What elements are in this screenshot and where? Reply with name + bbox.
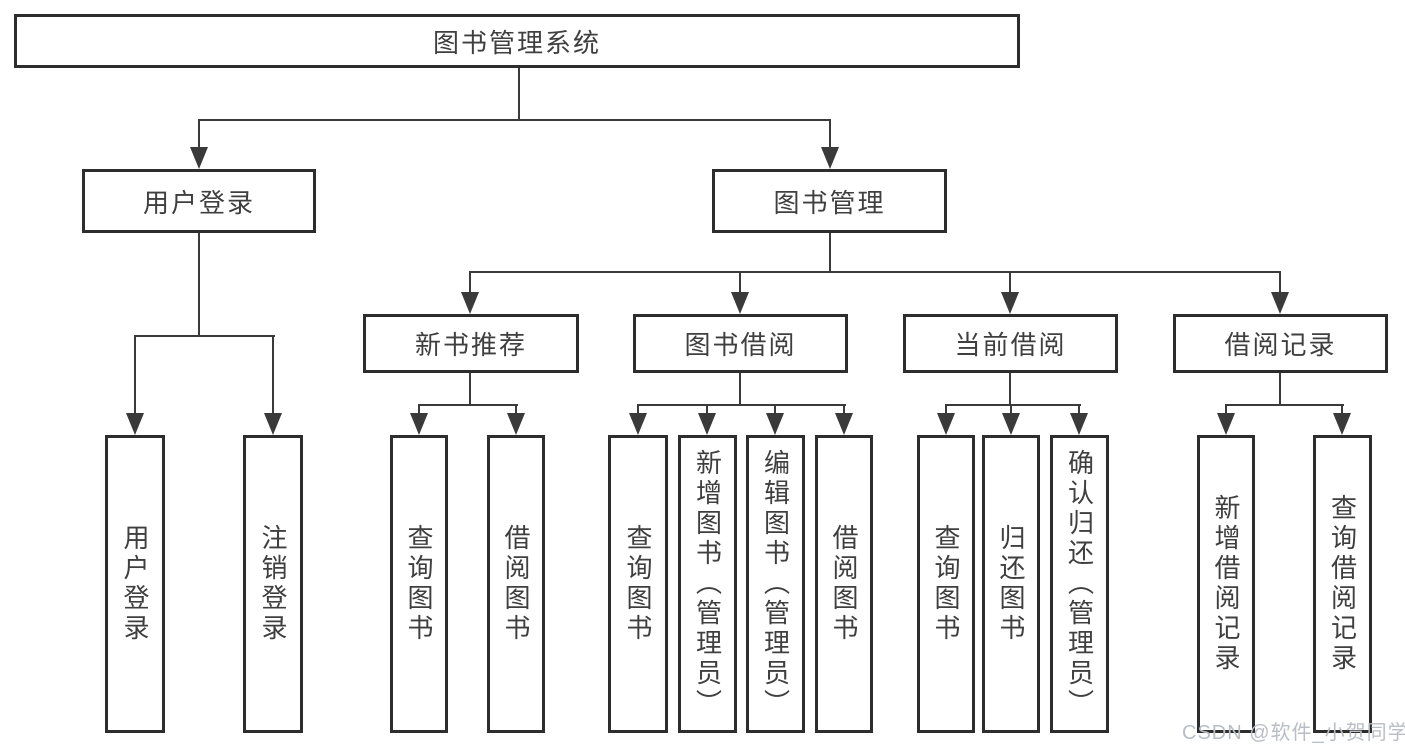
connector-line xyxy=(829,233,831,271)
connector-arrow xyxy=(1271,271,1289,314)
connector-arrow xyxy=(821,119,839,169)
connector-line xyxy=(637,404,846,406)
connector-line xyxy=(518,68,520,119)
connector-line xyxy=(198,119,831,121)
node-user-login: 用户登录 xyxy=(82,169,316,233)
leaf-borrow-query-book-label: 查询图书 xyxy=(623,524,653,644)
node-current-borrow-label: 当前借阅 xyxy=(954,330,1067,360)
leaf-current-query-book-label: 查询图书 xyxy=(931,524,961,644)
connector-line xyxy=(134,335,275,337)
node-library-system-label: 图书管理系统 xyxy=(432,27,601,58)
leaf-logout-label: 注销登录 xyxy=(258,524,288,644)
connector-line xyxy=(1009,373,1011,404)
leaf-query-borrow-record: 查询借阅记录 xyxy=(1313,435,1372,733)
connector-line xyxy=(1225,404,1344,406)
csdn-watermark: CSDN @软件_小贺同学 xyxy=(1182,722,1405,744)
connector-arrow xyxy=(1217,404,1235,435)
connector-arrow xyxy=(629,404,647,435)
connector-arrow xyxy=(410,404,428,435)
node-book-borrow-label: 图书借阅 xyxy=(684,330,797,360)
node-book-management-label: 图书管理 xyxy=(773,187,886,218)
node-book-management: 图书管理 xyxy=(712,169,947,233)
connector-arrow xyxy=(937,404,955,435)
connector-line xyxy=(945,404,1081,406)
connector-arrow xyxy=(766,404,784,435)
connector-arrow xyxy=(190,119,208,169)
leaf-user-login: 用户登录 xyxy=(105,435,165,733)
leaf-add-book-admin: 新增图书（管理员） xyxy=(678,435,737,733)
connector-line xyxy=(1279,373,1281,404)
leaf-borrow-borrow-book-label: 借阅图书 xyxy=(829,524,859,644)
connector-arrow xyxy=(1333,404,1351,435)
leaf-add-book-admin-label: 新增图书（管理员） xyxy=(692,449,723,719)
connector-arrow xyxy=(1002,404,1020,435)
connector-line xyxy=(198,233,200,335)
connector-line xyxy=(469,271,1281,273)
node-new-book-recommend-label: 新书推荐 xyxy=(414,330,527,360)
node-current-borrow: 当前借阅 xyxy=(903,314,1118,373)
connector-arrow xyxy=(507,404,525,435)
node-borrow-records-label: 借阅记录 xyxy=(1224,330,1337,360)
leaf-borrow-query-book: 查询图书 xyxy=(608,435,668,733)
leaf-user-login-label: 用户登录 xyxy=(120,524,150,644)
connector-arrow xyxy=(461,271,479,314)
leaf-query-borrow-record-label: 查询借阅记录 xyxy=(1327,494,1358,674)
connector-arrow xyxy=(698,404,716,435)
leaf-borrow-borrow-book: 借阅图书 xyxy=(815,435,873,733)
leaf-recommend-borrow-book-label: 借阅图书 xyxy=(501,524,531,644)
connector-arrow xyxy=(731,271,749,314)
leaf-edit-book-admin-label: 编辑图书（管理员） xyxy=(760,449,791,719)
node-borrow-records: 借阅记录 xyxy=(1173,314,1388,373)
node-user-login-label: 用户登录 xyxy=(142,187,255,218)
leaf-return-book: 归还图书 xyxy=(982,435,1040,733)
connector-line xyxy=(418,404,518,406)
leaf-recommend-query-book: 查询图书 xyxy=(390,435,448,733)
connector-arrow xyxy=(1070,404,1088,435)
node-book-borrow: 图书借阅 xyxy=(633,314,848,373)
connector-arrow xyxy=(126,335,144,435)
leaf-recommend-query-book-label: 查询图书 xyxy=(404,524,434,644)
leaf-return-book-label: 归还图书 xyxy=(996,524,1026,644)
connector-arrow xyxy=(264,335,282,435)
leaf-confirm-return-admin-label: 确认归还（管理员） xyxy=(1064,449,1095,719)
leaf-add-borrow-record: 新增借阅记录 xyxy=(1197,435,1255,733)
node-new-book-recommend: 新书推荐 xyxy=(363,314,579,373)
leaf-edit-book-admin: 编辑图书（管理员） xyxy=(746,435,805,733)
connector-arrow xyxy=(835,404,853,435)
leaf-logout: 注销登录 xyxy=(243,435,303,733)
connector-arrow xyxy=(1001,271,1019,314)
leaf-confirm-return-admin: 确认归还（管理员） xyxy=(1050,435,1109,733)
leaf-recommend-borrow-book: 借阅图书 xyxy=(487,435,545,733)
connector-line xyxy=(739,373,741,404)
leaf-add-borrow-record-label: 新增借阅记录 xyxy=(1211,494,1241,674)
connector-line xyxy=(469,373,471,404)
leaf-current-query-book: 查询图书 xyxy=(917,435,975,733)
node-library-system: 图书管理系统 xyxy=(14,14,1020,68)
